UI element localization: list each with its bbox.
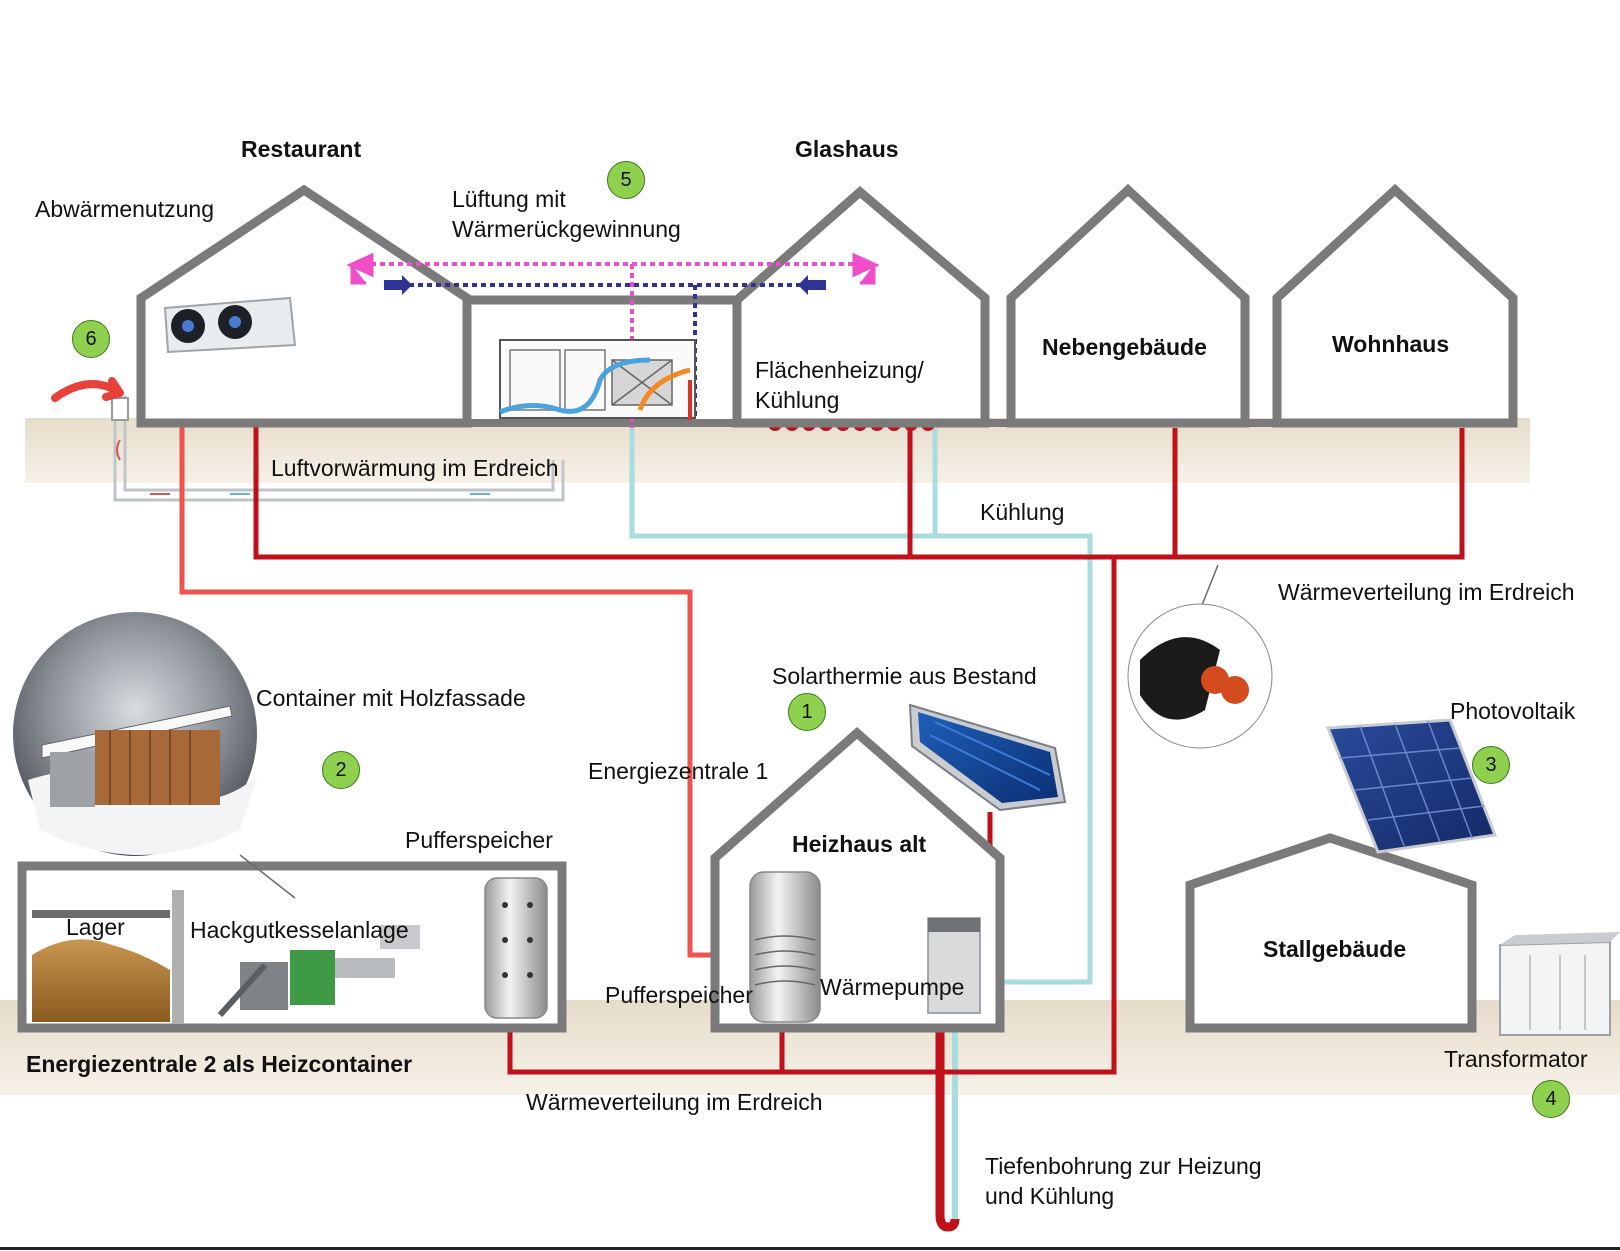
- transformer: [1499, 932, 1620, 1036]
- pipe-cross-section: [1127, 603, 1273, 749]
- label-luftvorwaermung: Luftvorwärmung im Erdreich: [271, 455, 559, 481]
- restaurant-condenser: [163, 296, 297, 354]
- label-restaurant: Restaurant: [241, 136, 362, 162]
- pv-panel: [1325, 718, 1498, 854]
- badge-1: 1: [788, 693, 826, 731]
- badge-6: 6: [72, 320, 110, 358]
- ventilation-arrow-left: [346, 252, 374, 285]
- badge-4: 4: [1532, 1080, 1570, 1118]
- label-flaechenheizung-line2: Kühlung: [755, 387, 840, 413]
- heizhaus-buffer-tank: [749, 871, 821, 1023]
- badge-2: 2: [322, 751, 360, 789]
- label-photovoltaik: Photovoltaik: [1450, 698, 1576, 724]
- label-waermeverteilung-bottom: Wärmeverteilung im Erdreich: [526, 1089, 823, 1115]
- air-intake: [111, 397, 129, 421]
- photo-pointer-container: [239, 854, 296, 899]
- cooling-pipe: [629, 428, 1093, 985]
- label-pufferspeicher-top: Pufferspeicher: [405, 827, 553, 853]
- label-container-holzfassade: Container mit Holzfassade: [256, 685, 526, 711]
- label-heizhaus-alt: Heizhaus alt: [792, 831, 927, 857]
- label-glashaus: Glashaus: [795, 136, 899, 162]
- label-hackgutkesselanlage: Hackgutkesselanlage: [190, 917, 409, 943]
- label-tiefenbohrung-line2: und Kühlung: [985, 1183, 1115, 1209]
- label-lueftung-line2: Wärmerückgewinnung: [452, 216, 681, 242]
- solar-thermal-panel: [908, 703, 1067, 812]
- upper-ground-line: [137, 419, 1517, 427]
- bottom-rule: [0, 1247, 1620, 1250]
- air-intake-arrow: [51, 377, 124, 402]
- container-photo: [13, 612, 258, 856]
- label-pufferspeicher-bottom: Pufferspeicher: [605, 982, 753, 1008]
- label-wohnhaus: Wohnhaus: [1332, 331, 1450, 357]
- label-flaechenheizung-line1: Flächenheizung/: [755, 357, 924, 383]
- label-solarthermie: Solarthermie aus Bestand: [772, 663, 1037, 689]
- chip-boiler: [217, 925, 420, 1018]
- label-waermeverteilung-right: Wärmeverteilung im Erdreich: [1278, 579, 1575, 605]
- label-lueftung-line1: Lüftung mit: [452, 186, 566, 212]
- label-waermepumpe: Wärmepumpe: [820, 974, 965, 1000]
- badge-5: 5: [607, 161, 645, 199]
- building-wohnhaus: [1272, 183, 1518, 428]
- earth-air-duct: [113, 396, 565, 502]
- building-stallgebaeude: [1185, 833, 1477, 1033]
- label-energiezentrale-1: Energiezentrale 1: [588, 758, 769, 784]
- ventilation-arrow-blue-left: [384, 275, 412, 295]
- label-kuehlung: Kühlung: [980, 499, 1065, 525]
- label-abwaerme: Abwärmenutzung: [35, 196, 214, 222]
- label-lager: Lager: [66, 914, 125, 940]
- label-stallgebaeude: Stallgebäude: [1263, 936, 1407, 962]
- label-nebengebaeude: Nebengebäude: [1042, 334, 1207, 360]
- building-nebengebaeude: [1006, 183, 1250, 428]
- ventilation-arrow-blue-right: [798, 275, 826, 295]
- earth-air-flow-arrows: [116, 439, 170, 495]
- heat-pump: [927, 917, 981, 1014]
- borehole-hot: [935, 1020, 960, 1232]
- ventilation-arrow-right: [852, 252, 880, 285]
- ventilation-unit: [499, 339, 696, 420]
- label-transformator: Transformator: [1444, 1046, 1588, 1072]
- label-tiefenbohrung-line1: Tiefenbohrung zur Heizung: [985, 1153, 1262, 1179]
- container-buffer-tank: [484, 877, 548, 1019]
- badge-3: 3: [1472, 746, 1510, 784]
- label-energiezentrale-2: Energiezentrale 2 als Heizcontainer: [26, 1051, 413, 1077]
- wood-chip-storage: [32, 890, 184, 1024]
